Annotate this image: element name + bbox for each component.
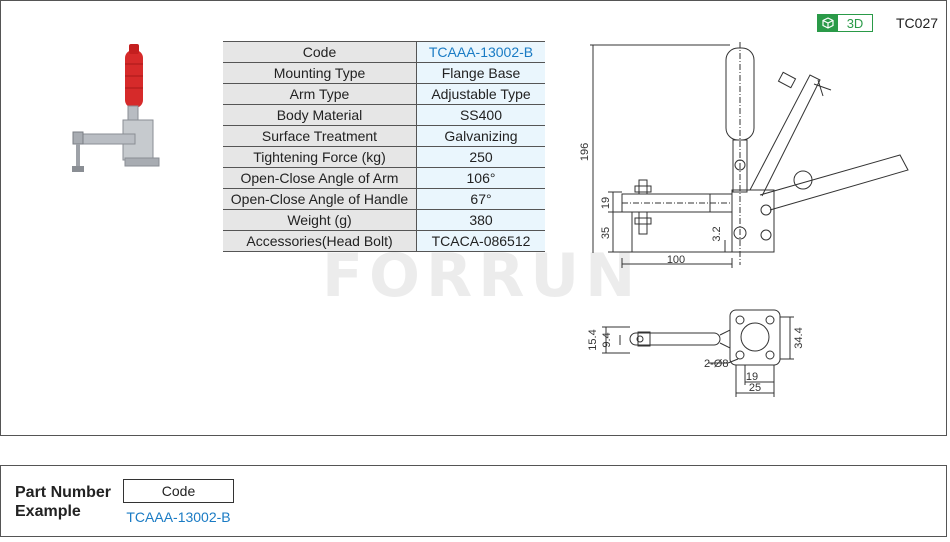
brand-watermark: FORRUN [322, 241, 642, 311]
code-example[interactable]: TCAAA-13002-B [126, 509, 231, 525]
part-number-panel [0, 465, 947, 537]
svg-text:15.4: 15.4 [587, 329, 599, 350]
top-view-drawing: 15.4 9.4 34.4 2-Ø8 19 25 [587, 309, 805, 397]
svg-text:2-Ø8: 2-Ø8 [704, 358, 728, 370]
svg-text:25: 25 [749, 382, 761, 394]
svg-text:19: 19 [600, 197, 612, 209]
cube-icon [818, 15, 838, 31]
svg-text:19: 19 [746, 371, 758, 383]
svg-text:9.4: 9.4 [601, 332, 613, 347]
series-code: TC027 [896, 15, 939, 31]
code-header-box: Code [123, 479, 234, 503]
3d-label: 3D [846, 15, 864, 31]
svg-text:100: 100 [667, 254, 685, 266]
product-photo [72, 44, 160, 172]
table-row: Weight (g)380 [223, 209, 545, 231]
svg-text:34.4: 34.4 [793, 327, 805, 348]
table-row: Accessories(Head Bolt)TCACA-086512 [223, 230, 545, 252]
product-panel [0, 0, 947, 436]
3d-model-button[interactable]: 3D [817, 14, 873, 32]
svg-text:196: 196 [580, 143, 591, 161]
svg-text:3.2: 3.2 [711, 226, 723, 241]
side-view-drawing: 196 19 35 3.2 100 [580, 42, 909, 268]
svg-text:35: 35 [600, 227, 612, 239]
part-number-label: Part Number Example [15, 484, 112, 520]
table-row: Tightening Force (kg)250 [223, 146, 545, 168]
